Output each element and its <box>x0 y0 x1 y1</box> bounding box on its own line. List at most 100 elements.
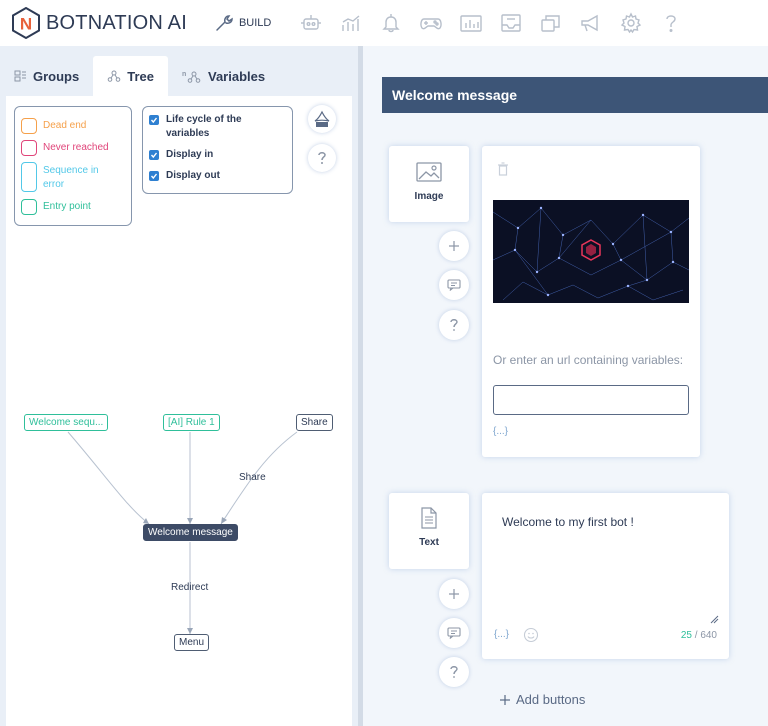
tab-variables[interactable]: n Variables <box>168 56 279 96</box>
comment-icon <box>447 279 461 291</box>
pdf-icon <box>314 110 330 127</box>
plus-icon <box>449 241 459 251</box>
export-pdf-button[interactable] <box>308 105 336 133</box>
legend-swatch <box>21 118 37 134</box>
block-help-button[interactable] <box>439 657 469 687</box>
legend-item-dead-end: Dead end <box>21 118 86 134</box>
option-display-in[interactable]: Display in <box>149 148 213 162</box>
svg-text:n: n <box>182 71 186 78</box>
trash-icon[interactable] <box>497 162 509 176</box>
text-type-label: Text <box>419 537 439 548</box>
text-variables-button[interactable]: {...} <box>494 629 510 640</box>
image-content-card: Or enter an url containing variables: {.… <box>482 146 700 457</box>
image-type-label: Image <box>414 191 444 202</box>
tab-groups[interactable]: Groups <box>0 56 93 96</box>
logo-suffix: AI <box>167 11 187 34</box>
tab-variables-label: Variables <box>207 68 266 84</box>
gamepad-icon[interactable] <box>411 9 451 37</box>
tree-legend: Dead end Never reached Sequence in error… <box>14 106 132 226</box>
left-panel: Groups Tree n Variables Dead end Never r… <box>0 46 358 726</box>
tab-tree[interactable]: Tree <box>93 56 168 96</box>
botnation-logo[interactable]: N BOTNATION AI <box>10 6 187 40</box>
logo-text: BOTNATION AI <box>46 12 187 35</box>
comment-icon <box>447 627 461 639</box>
image-icon <box>416 162 442 182</box>
checkbox-display-out[interactable] <box>149 171 159 181</box>
groups-icon <box>14 70 27 82</box>
comment-button[interactable] <box>439 270 469 300</box>
checkbox-lifecycle[interactable] <box>149 115 159 125</box>
url-label: Or enter an url containing variables: <box>493 353 684 367</box>
legend-label: Dead end <box>43 120 87 131</box>
resize-handle-icon[interactable] <box>709 614 719 624</box>
plus-icon <box>449 589 459 599</box>
emoji-icon[interactable] <box>523 627 539 643</box>
block-help-button[interactable] <box>439 310 469 340</box>
build-nav-item[interactable]: BUILD <box>213 12 271 34</box>
uploaded-image[interactable] <box>493 200 689 303</box>
stats-icon[interactable] <box>331 9 371 37</box>
chart-icon[interactable] <box>451 9 491 37</box>
tree-node-share[interactable]: Share <box>296 414 333 431</box>
add-block-button[interactable] <box>439 231 469 261</box>
char-max: 640 <box>700 630 717 641</box>
logo-name: BOTNATION <box>46 11 163 34</box>
text-type-card[interactable]: Text <box>389 493 469 569</box>
tree-icon <box>107 70 121 82</box>
message-text-area[interactable]: Welcome to my first bot ! <box>502 515 634 529</box>
option-label: Display out <box>166 170 220 181</box>
image-variables-button[interactable]: {...} <box>493 426 509 437</box>
inbox-icon[interactable] <box>491 9 531 37</box>
variables-icon: n <box>182 70 202 83</box>
comment-button[interactable] <box>439 618 469 648</box>
image-type-card[interactable]: Image <box>389 146 469 222</box>
help-icon[interactable] <box>651 9 691 37</box>
option-display-out[interactable]: Display out <box>149 169 220 183</box>
help-icon <box>318 152 326 164</box>
tree-panel: Dead end Never reached Sequence in error… <box>6 96 352 726</box>
text-content-card: Welcome to my first bot ! {...} 25 / 640 <box>482 493 729 659</box>
top-bar: N BOTNATION AI BUILD <box>0 0 768 46</box>
logo-hexagon-icon: N <box>10 6 42 40</box>
legend-item-entry-point: Entry point <box>21 199 91 215</box>
megaphone-icon[interactable] <box>571 9 611 37</box>
tree-options: Life cycle of the variables Display in D… <box>142 106 293 194</box>
help-icon <box>450 666 458 678</box>
document-icon <box>421 507 437 529</box>
sequence-header: Welcome message <box>382 77 768 113</box>
tab-groups-label: Groups <box>33 68 80 84</box>
char-count: 25 <box>680 630 692 641</box>
tab-tree-label: Tree <box>127 68 154 84</box>
wrench-icon <box>216 15 233 31</box>
bell-icon[interactable] <box>371 9 411 37</box>
copy-icon[interactable] <box>531 9 571 37</box>
help-icon <box>450 319 458 331</box>
panel-divider[interactable] <box>358 46 363 726</box>
gear-icon[interactable] <box>611 9 651 37</box>
robot-icon[interactable] <box>291 9 331 37</box>
tree-node-welcome-sequence[interactable]: Welcome sequ... <box>24 414 109 431</box>
plus-icon <box>500 694 510 705</box>
tree-help-button[interactable] <box>308 144 336 172</box>
option-label: Life cycle of the variables <box>166 114 242 139</box>
tree-node-menu[interactable]: Menu <box>174 634 210 651</box>
edge-label-share: Share <box>239 472 266 483</box>
checkbox-display-in[interactable] <box>149 150 159 160</box>
legend-item-never-reached: Never reached <box>21 140 109 156</box>
legend-item-sequence-error: Sequence in error <box>21 162 113 192</box>
add-block-button[interactable] <box>439 579 469 609</box>
tree-node-welcome-message[interactable]: Welcome message <box>143 524 238 541</box>
left-tabs: Groups Tree n Variables <box>0 56 279 96</box>
add-buttons-button[interactable]: Add buttons <box>499 692 585 707</box>
char-counter: 25 / 640 <box>681 630 717 641</box>
legend-swatch <box>21 199 37 215</box>
tree-edges <box>67 431 298 634</box>
edge-label-redirect: Redirect <box>171 582 209 593</box>
option-label: Display in <box>166 149 214 160</box>
tree-node-ai-rule[interactable]: [AI] Rule 1 <box>163 414 220 431</box>
option-lifecycle[interactable]: Life cycle of the variables <box>149 113 286 141</box>
right-panel: Welcome message Image <box>363 46 768 726</box>
image-url-input[interactable] <box>493 385 689 415</box>
add-buttons-label: Add buttons <box>516 692 586 707</box>
svg-text:N: N <box>20 15 32 34</box>
